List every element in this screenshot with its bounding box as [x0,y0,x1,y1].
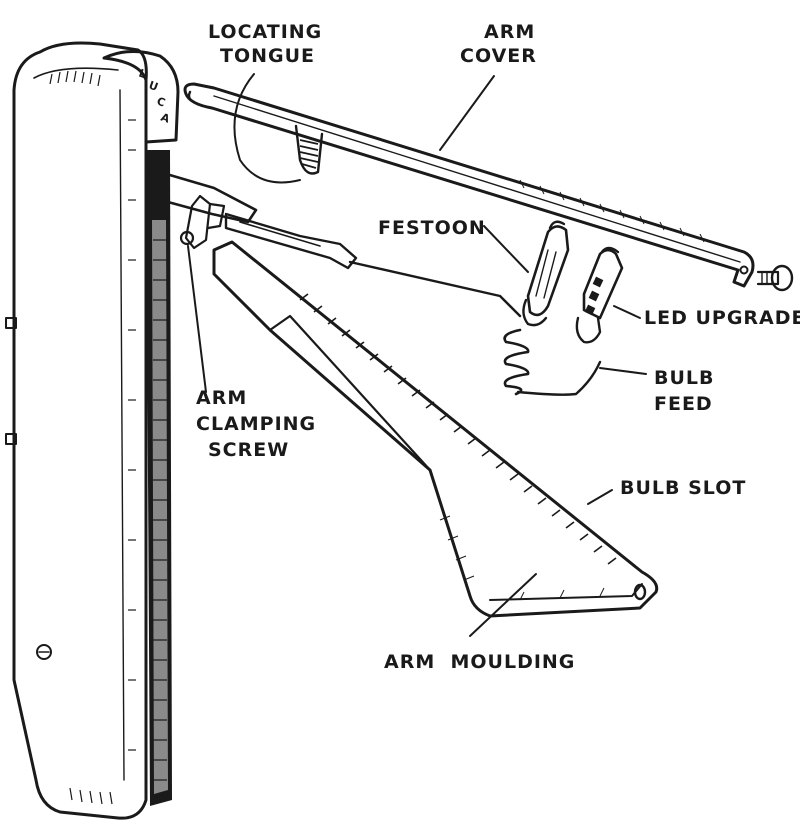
label-arm-cover-line1: ARM [484,21,535,43]
mounting-stud [5,317,17,329]
led-upgrade-bulb [575,246,624,344]
label-arm-clamping-screw-line3: SCREW [208,439,289,461]
arm-cover-grip [299,139,319,169]
leader-arm-moulding [469,573,537,637]
housing-slot-channel [146,150,172,806]
leader-lines [187,73,647,637]
housing-top-shading [49,70,101,87]
housing-top-cap: L U C A [102,50,180,144]
leader-bulb-slot [587,489,613,505]
bulb-feed-spring [503,328,602,396]
label-bulb-slot: BULB SLOT [620,477,746,499]
svg-text:L: L [137,67,148,82]
svg-text:A: A [159,111,172,126]
label-arm-clamping-screw-line2: CLAMPING [196,413,316,435]
leader-festoon [483,225,529,273]
leader-arm-cover [439,75,495,151]
labels: LOCATING TONGUE ARM COVER FESTOON LED UP… [196,21,800,673]
housing-body [5,41,148,820]
label-arm-cover-line2: COVER [460,45,537,67]
label-arm-moulding: ARM MOULDING [384,651,575,673]
housing-screw-icon [36,644,52,660]
festoon-bulb [522,220,570,327]
label-bulb-feed-line2: FEED [654,393,713,415]
svg-text:U: U [147,79,160,94]
leader-bulb-feed [599,367,647,375]
bulb-slot-louvres [299,293,617,565]
housing-edge-shading [128,119,136,751]
arm-clamping-screw-icon [179,230,195,246]
label-arm-clamping-screw-line1: ARM [196,387,247,409]
svg-text:C: C [155,95,167,110]
label-bulb-feed-line1: BULB [654,367,715,389]
leader-arm-clamping-screw [187,245,207,393]
mounting-stud [5,433,17,445]
label-festoon: FESTOON [378,217,486,239]
pivot-bracket [144,166,258,250]
contact-strip [224,212,522,318]
housing-bottom-shading [69,787,113,805]
arm-cover [183,82,755,288]
label-led-upgrade: LED UPGRADE [644,307,800,329]
leader-led-upgrade [613,305,641,319]
leader-locating-tongue [233,73,301,184]
label-locating-tongue-line2: TONGUE [220,45,315,67]
label-locating-tongue-line1: LOCATING [208,21,322,43]
cover-screw-icon [756,264,794,292]
